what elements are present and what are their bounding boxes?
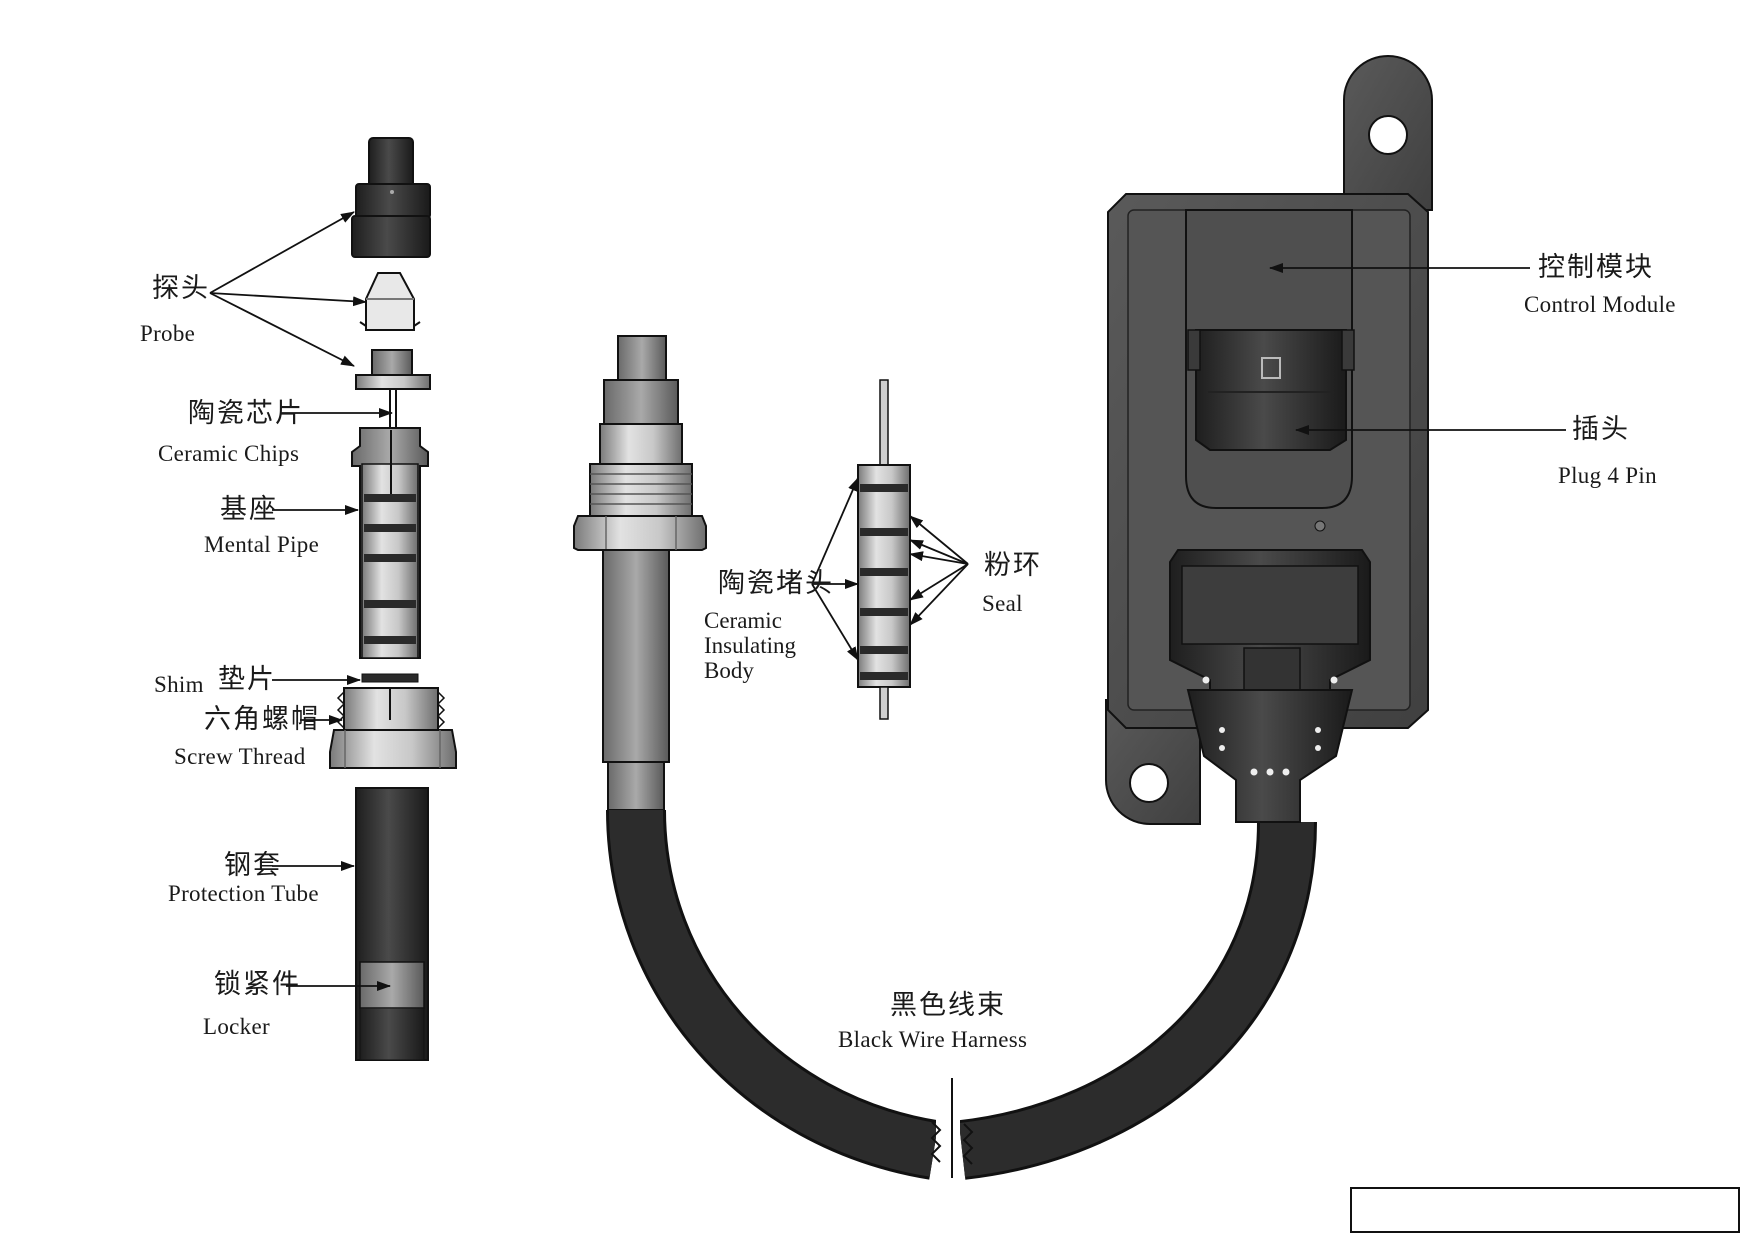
ceramic-chips-label-zh: 陶瓷芯片: [188, 398, 304, 429]
probe-label-zh: 探头: [152, 273, 210, 304]
plug-label-zh: 插头: [1572, 414, 1630, 445]
base-label-zh: 基座: [220, 494, 278, 525]
ceramic-plug-label-zh: 陶瓷堵头: [718, 568, 834, 599]
hex-nut-label-zh: 六角螺帽: [204, 704, 320, 735]
base-label-en: Mental Pipe: [204, 532, 320, 557]
protection-tube-part: [355, 787, 429, 1061]
control-module-label-en: Control Module: [1524, 292, 1676, 317]
locker-label-zh: 锁紧件: [214, 969, 301, 1000]
shim-part: [361, 673, 419, 683]
probe-cup-part: [359, 272, 421, 331]
shim-label-zh: 垫片: [218, 664, 276, 695]
plug-label-en: Plug 4 Pin: [1558, 463, 1657, 488]
ceramic-plug-part: [857, 379, 911, 720]
hex-nut-part: [329, 687, 457, 769]
base-pipe-part: [351, 427, 429, 659]
steel-sleeve-label-zh: 钢套: [224, 850, 282, 881]
shim-label-en: Shim: [154, 672, 204, 697]
leader-lines: [209, 211, 1566, 991]
probe-cap-part: [351, 137, 431, 258]
title-block-frame: [1350, 1187, 1740, 1233]
wire-harness-label-zh: 黑色线束: [890, 990, 1006, 1021]
wire-harness-label-en: Black Wire Harness: [838, 1027, 1028, 1052]
ceramic-plug-label-en: Ceramic Insulating Body: [704, 608, 796, 683]
probe-label-en: Probe: [140, 321, 196, 346]
powder-ring-label-zh: 粉环: [984, 550, 1042, 581]
steel-sleeve-label-en: Protection Tube: [168, 881, 319, 906]
control-module-label-zh: 控制模块: [1538, 252, 1654, 283]
control-module-part: [1105, 55, 1433, 825]
hex-nut-label-en: Screw Thread: [174, 744, 306, 769]
ceramic-chips-label-en: Ceramic Chips: [158, 441, 300, 466]
powder-ring-label-en: Seal: [982, 591, 1023, 616]
locker-label-en: Locker: [203, 1014, 270, 1039]
center-sensor-part: [573, 335, 707, 811]
probe-base-part: [355, 349, 431, 430]
wire-harness-part: [606, 809, 1317, 1190]
